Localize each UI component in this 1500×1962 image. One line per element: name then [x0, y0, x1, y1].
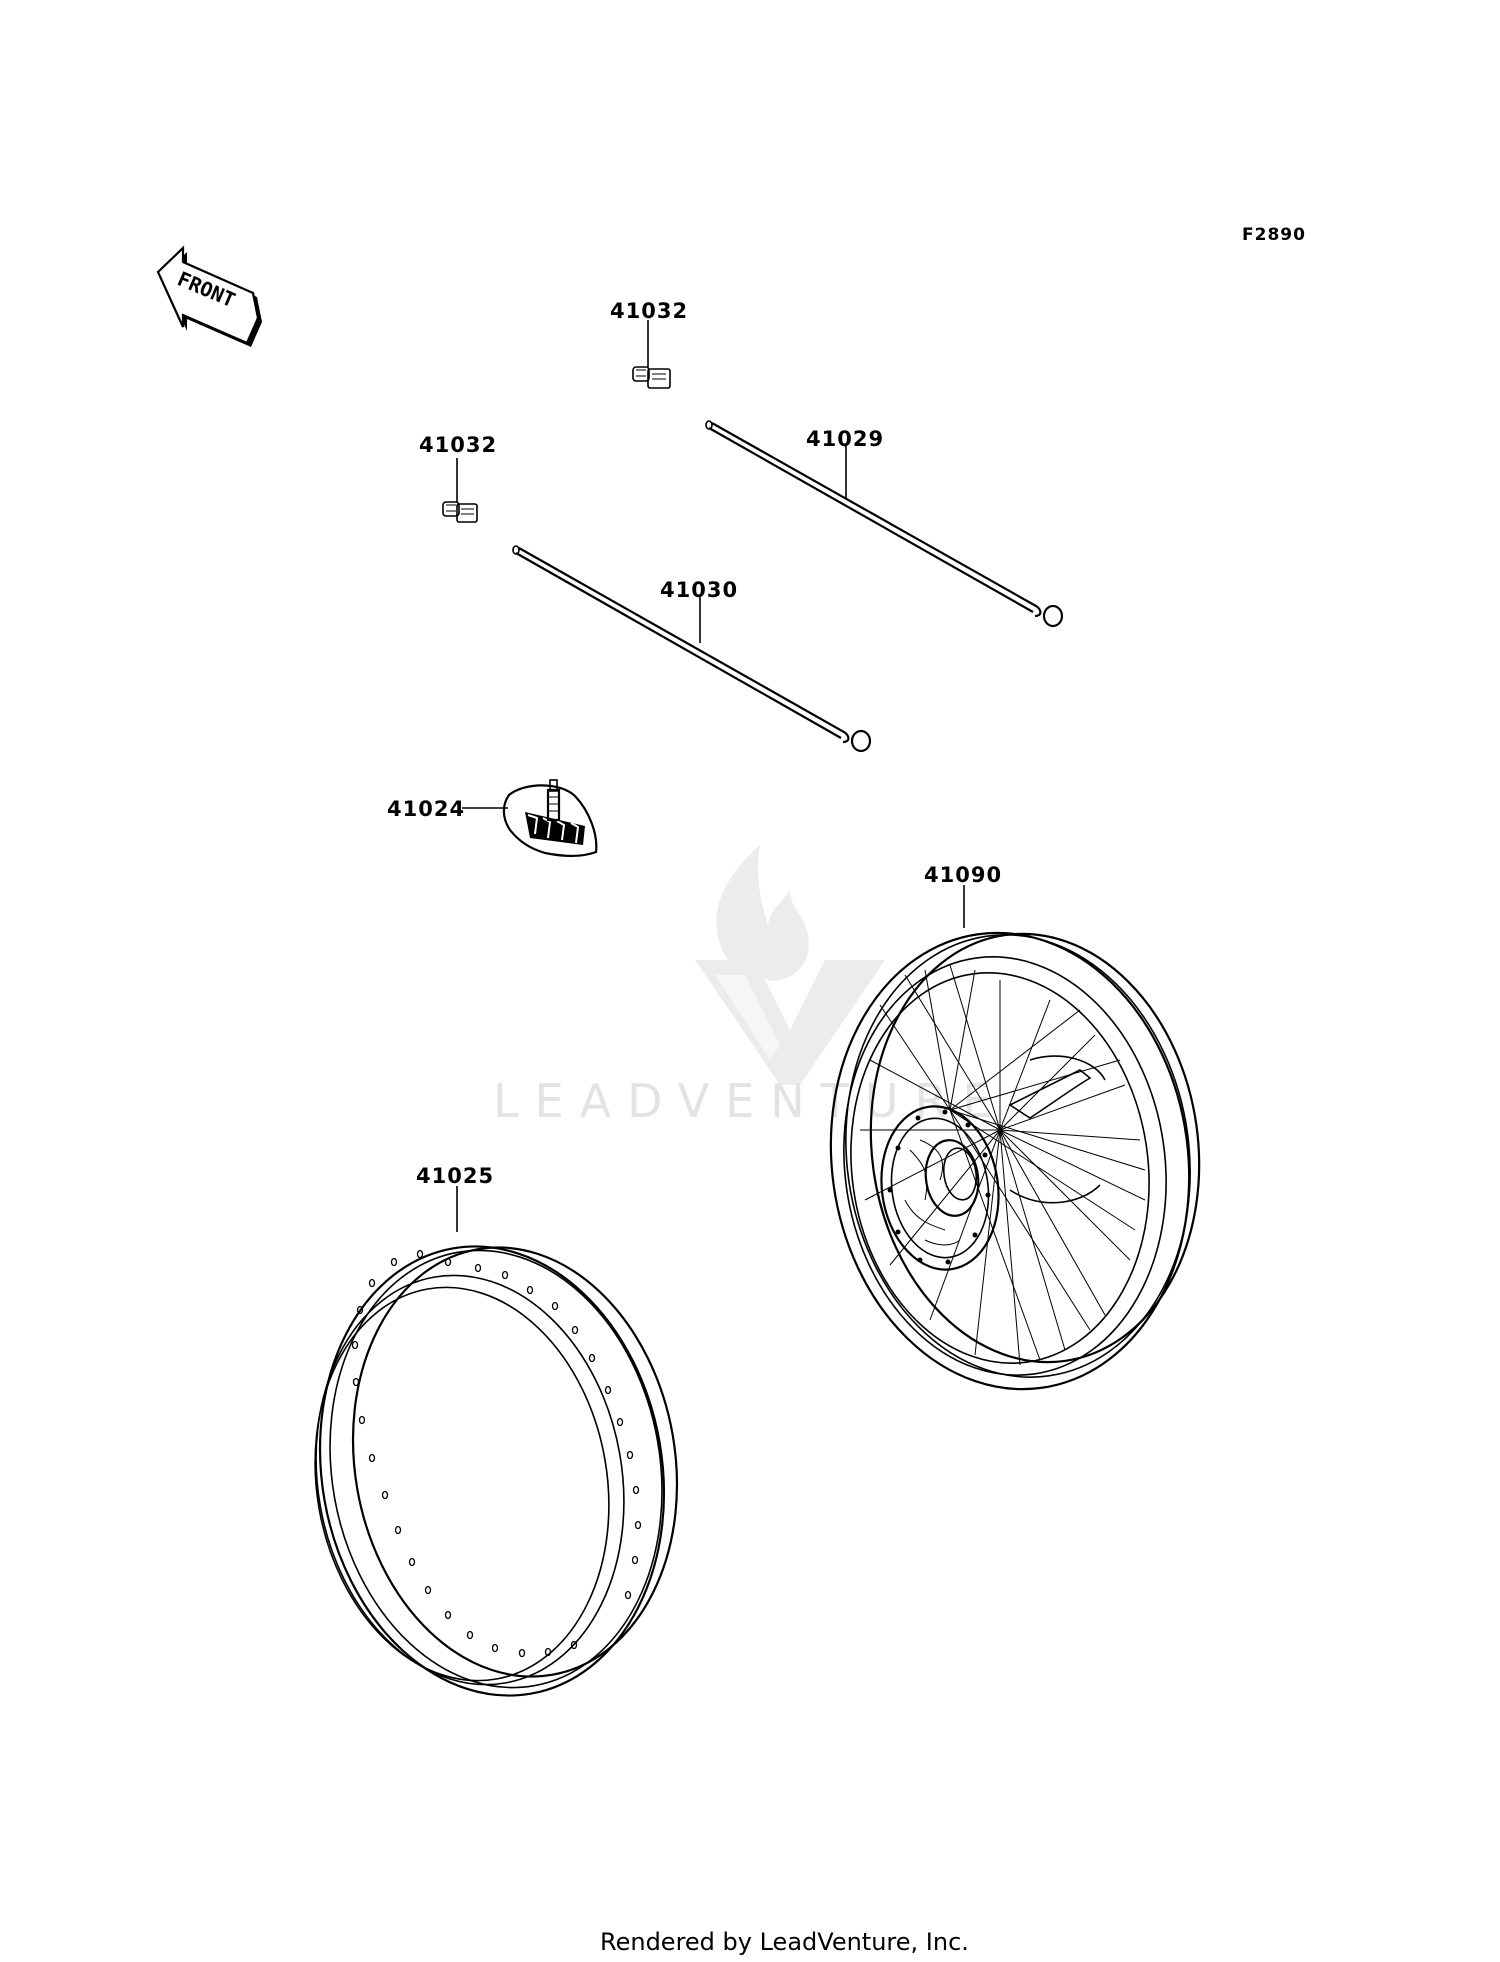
- label-41025: 41025: [416, 1164, 494, 1188]
- leadventure-watermark-logo: LEADVENTURE: [493, 845, 1008, 1128]
- figure-id: F2890: [1242, 225, 1306, 245]
- spoke-nipple-top: [632, 320, 671, 389]
- hub-bolt-holes: [887, 1109, 991, 1265]
- label-41030: 41030: [660, 578, 738, 602]
- label-41090: 41090: [924, 863, 1002, 887]
- spoke-outer: [705, 420, 1064, 628]
- rim-protector: [462, 779, 598, 857]
- label-41032-top: 41032: [610, 299, 688, 323]
- spoke-inner: [512, 545, 872, 753]
- spoke-nipple-left: [442, 458, 478, 523]
- rim-spoke-holes: [351, 1249, 642, 1658]
- label-41032-left: 41032: [419, 433, 497, 457]
- watermark-text: LEADVENTURE: [493, 1074, 1008, 1128]
- front-arrow-icon: FRONT: [156, 245, 262, 347]
- wheel-assembly: [829, 885, 1201, 1391]
- wheel-spokes: [860, 964, 1146, 1366]
- label-41029: 41029: [806, 427, 884, 451]
- wheel-rim: [314, 1186, 679, 1697]
- footer-credit: Rendered by LeadVenture, Inc.: [600, 1928, 969, 1956]
- label-41024: 41024: [387, 797, 465, 821]
